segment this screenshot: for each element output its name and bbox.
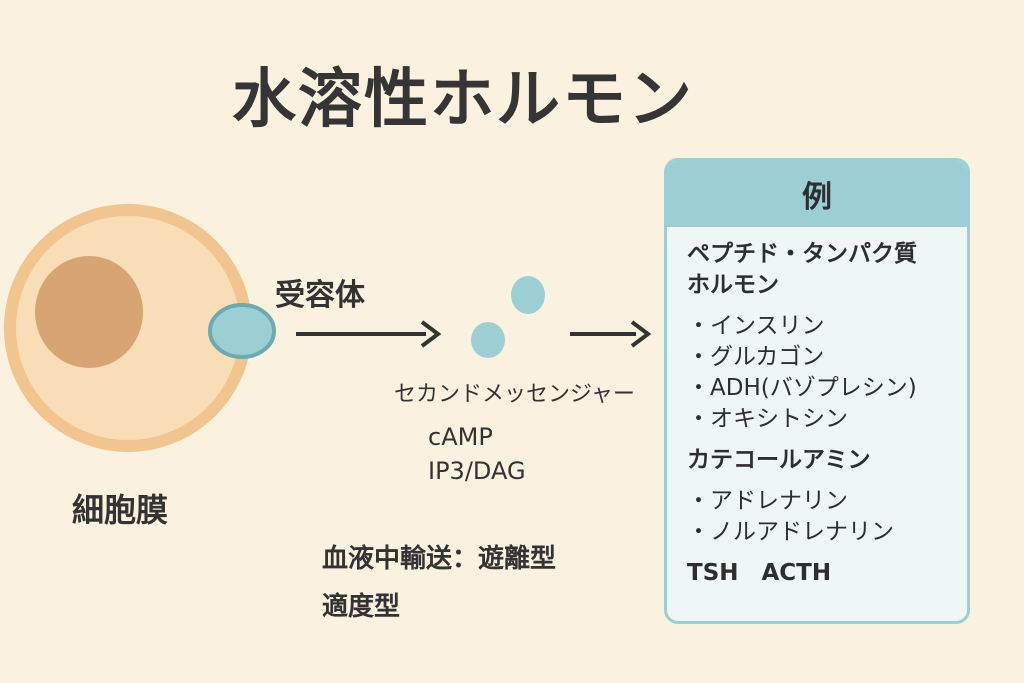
second-messenger-label: セカンドメッセンジャー [394,382,635,407]
messenger-item: IP3/DAG [428,457,526,485]
list-item: ・グルカゴン [687,344,825,370]
messenger-molecule [511,276,545,314]
arrow-head-1 [420,320,442,348]
list-item: ・ノルアドレナリン [687,519,894,545]
examples-panel: 例 ペプチド・タンパク質 ホルモン ・インスリン ・グルカゴン ・ADH(バゾプ… [664,158,970,624]
group-heading-catecholamine: カテコールアミン [687,447,871,473]
group-heading-peptide: ペプチド・タンパク質 [687,241,917,267]
list-item: ・アドレナリン [687,488,848,514]
nucleus [35,256,143,368]
transport-label-2: 適度型 [322,592,401,622]
examples-panel-body: ペプチド・タンパク質 ホルモン ・インスリン ・グルカゴン ・ADH(バゾプレシ… [667,227,967,589]
messenger-item: cAMP [428,423,493,451]
group-other-hormones: TSH ACTH [687,560,832,586]
messenger-list: cAMP IP3/DAG [428,420,526,488]
arrow-head-2 [630,320,652,348]
messenger-molecule [471,322,505,358]
list-item: ・インスリン [687,313,825,339]
examples-panel-header: 例 [667,161,967,227]
page-title: 水溶性ホルモン [232,63,694,137]
transport-label: 血液中輸送：遊離型 [322,544,557,574]
receptor [208,303,276,359]
receptor-label: 受容体 [275,278,365,313]
list-item: ・オキシトシン [687,406,848,432]
group-heading-peptide-2: ホルモン [687,272,779,298]
list-item: ・ADH(バゾプレシン) [687,375,917,401]
membrane-label: 細胞膜 [72,491,169,529]
